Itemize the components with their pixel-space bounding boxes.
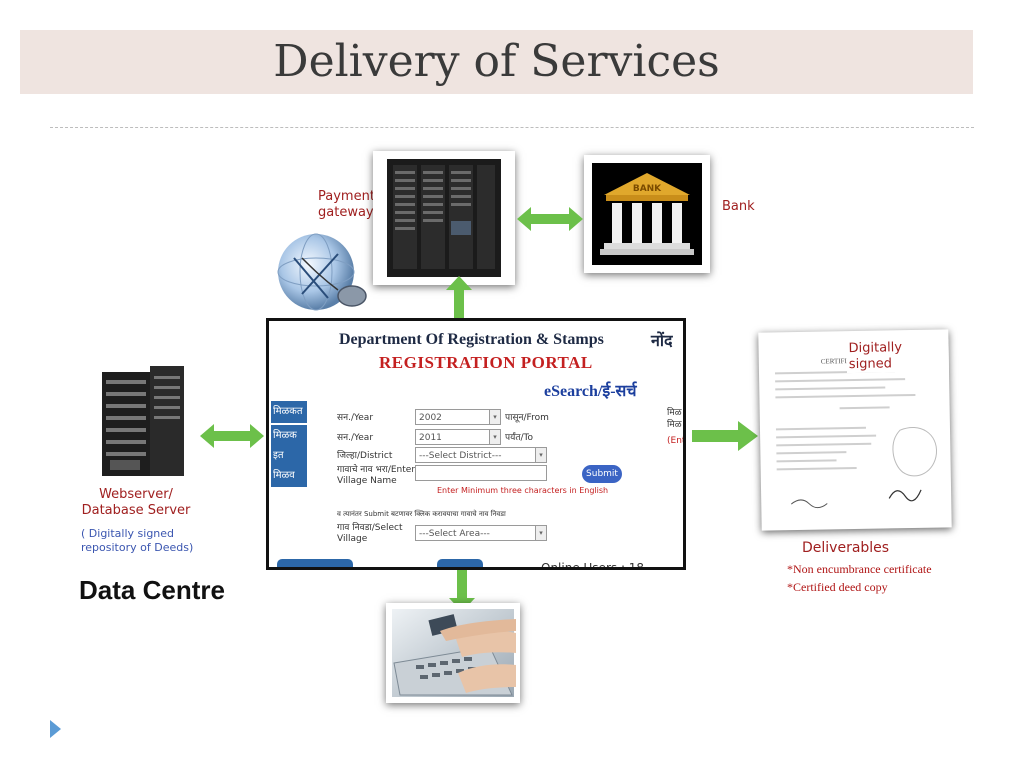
year-from-value: 2002 bbox=[419, 413, 442, 423]
deliverable-item-2: *Certified deed copy bbox=[787, 580, 888, 594]
server-bank-arrow bbox=[517, 207, 583, 231]
year-to-value: 2011 bbox=[419, 433, 442, 443]
server-portal-arrow bbox=[446, 276, 472, 336]
bank-card: BANK bbox=[584, 155, 710, 273]
title-divider bbox=[50, 127, 974, 128]
webserver-label: Webserver/ Database Server bbox=[80, 487, 192, 519]
server-rack-icon bbox=[387, 159, 501, 277]
webserver-line-1: Webserver/ bbox=[99, 487, 173, 502]
portal-department-heading: Department Of Registration & Stamps bbox=[339, 331, 604, 348]
datacentre-portal-arrow bbox=[200, 424, 264, 448]
payment-gateway-label: Payment gateway bbox=[318, 189, 375, 221]
area-select-value: ---Select Area--- bbox=[419, 529, 490, 539]
district-select[interactable]: ---Select District--- ▾ bbox=[415, 447, 547, 463]
select-village-label-line-1: गाव निवडा/Select bbox=[337, 523, 403, 533]
year-label-from: सन./Year bbox=[337, 413, 374, 423]
right-edge-line-1: मिळ bbox=[667, 408, 682, 418]
side-tab-1[interactable]: मिळकत bbox=[271, 401, 307, 423]
portal-bottom-button bbox=[437, 559, 483, 567]
title-band: Delivery of Services bbox=[20, 30, 973, 94]
webserver-note-line-2: repository of Deeds) bbox=[81, 541, 194, 554]
right-edge-line-3: (Ent bbox=[667, 436, 686, 446]
side-tab-4[interactable]: मिळव bbox=[271, 465, 307, 487]
side-tab-3[interactable]: इत bbox=[271, 445, 307, 467]
village-name-input[interactable] bbox=[415, 465, 547, 481]
globe-mouse-icon bbox=[277, 233, 367, 311]
side-tab-2[interactable]: मिळक bbox=[271, 425, 307, 447]
user-laptop-card bbox=[386, 603, 520, 703]
portal-bottom-tab bbox=[277, 559, 353, 567]
slide-bullet-icon bbox=[50, 720, 61, 738]
district-label: जिल्हा/District bbox=[337, 451, 393, 461]
to-label: पर्यंत/To bbox=[505, 433, 533, 443]
portal-deliverables-arrow bbox=[692, 421, 758, 451]
area-dropdown-icon[interactable]: ▾ bbox=[535, 526, 546, 540]
webserver-line-2: Database Server bbox=[81, 503, 191, 518]
payment-gateway-line-2: gateway bbox=[318, 205, 374, 220]
area-select[interactable]: ---Select Area--- ▾ bbox=[415, 525, 547, 541]
select-village-label: गाव निवडा/Select Village bbox=[337, 523, 403, 545]
payment-gateway-line-1: Payment bbox=[318, 189, 375, 204]
deliverable-item-1: *Non encumbrance certificate bbox=[787, 562, 932, 576]
year-to-input[interactable]: 2011 ▾ bbox=[415, 429, 501, 445]
portal-right-edge: मिळ मिळ (Ent bbox=[667, 407, 686, 447]
payment-server-card bbox=[373, 151, 515, 285]
year-from-input[interactable]: 2002 ▾ bbox=[415, 409, 501, 425]
portal-user-arrow bbox=[449, 548, 475, 612]
from-label: पासून/From bbox=[505, 413, 549, 423]
bank-icon: BANK bbox=[592, 163, 702, 265]
datacenter-server-icon bbox=[102, 366, 184, 476]
portal-title: REGISTRATION PORTAL bbox=[379, 353, 593, 372]
webserver-note: ( Digitally signed repository of Deeds) bbox=[81, 527, 193, 555]
select-instruction: व त्यानंतर Submit बटणावर क्लिक करावयाचा … bbox=[337, 510, 506, 518]
deliverables-list: *Non encumbrance certificate *Certified … bbox=[787, 560, 932, 596]
data-centre-label: Data Centre bbox=[79, 575, 225, 605]
deliverables-heading: Deliverables bbox=[802, 540, 890, 556]
district-dropdown-icon[interactable]: ▾ bbox=[535, 448, 546, 462]
esearch-link[interactable]: eSearch/ई-सर्च bbox=[544, 383, 637, 400]
online-users: Online Users : 18 bbox=[541, 561, 645, 570]
slide-title: Delivery of Services bbox=[273, 36, 720, 87]
village-hint: Enter Minimum three characters in Englis… bbox=[437, 486, 609, 495]
certificate-document: CERTIFIED/TRUE COPY Digitally signed bbox=[758, 329, 952, 531]
year-label-to: सन./Year bbox=[337, 433, 374, 443]
webserver-note-line-1: ( Digitally signed bbox=[81, 527, 175, 540]
select-village-label-line-2: Village bbox=[337, 534, 368, 544]
village-name-label-line-2: Village Name bbox=[337, 476, 397, 486]
submit-button[interactable]: Submit bbox=[582, 465, 622, 483]
bank-label: Bank bbox=[722, 199, 755, 214]
village-name-label: गावाचे नाव भरा/Enter Village Name bbox=[337, 465, 415, 487]
year-to-spinner[interactable]: ▾ bbox=[489, 430, 500, 444]
digitally-signed-label: Digitally signed bbox=[846, 339, 949, 374]
bank-sign-text: BANK bbox=[633, 184, 662, 194]
portal-corner-text: नोंद bbox=[651, 331, 673, 350]
laptop-card-icon bbox=[392, 609, 516, 697]
village-name-label-line-1: गावाचे नाव भरा/Enter bbox=[337, 465, 416, 475]
registration-portal-window: Department Of Registration & Stamps REGI… bbox=[266, 318, 686, 570]
right-edge-line-2: मिळ bbox=[667, 420, 682, 430]
district-select-value: ---Select District--- bbox=[419, 451, 502, 461]
year-from-spinner[interactable]: ▾ bbox=[489, 410, 500, 424]
